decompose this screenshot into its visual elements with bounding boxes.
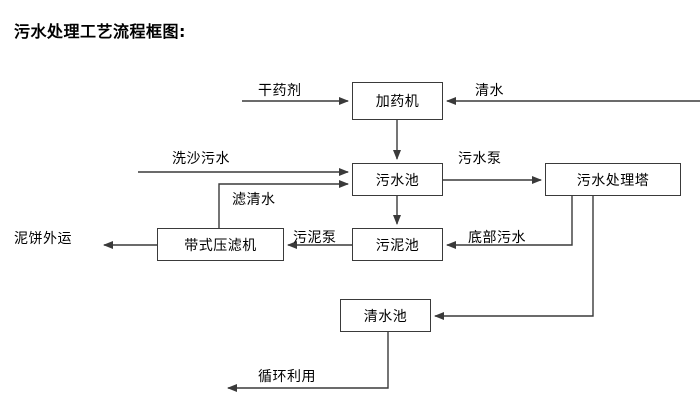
edge-label-sewage-pump: 污水泵 (458, 151, 502, 167)
node-treatment-tower[interactable]: 污水处理塔 (545, 163, 681, 196)
terminal-clean-water: 清水 (475, 83, 504, 99)
node-label: 带式压滤机 (184, 237, 257, 254)
node-belt-filter-press[interactable]: 带式压滤机 (157, 228, 284, 261)
node-label: 清水池 (363, 308, 408, 325)
terminal-dry-reagent: 干药剂 (258, 83, 302, 99)
node-sludge-pool[interactable]: 污泥池 (352, 228, 443, 261)
edge-label-filtrate: 滤清水 (232, 192, 276, 208)
terminal-wash-sand-sewage: 洗沙污水 (172, 151, 230, 167)
node-label: 污水池 (375, 172, 420, 189)
node-label: 污水处理塔 (576, 172, 650, 189)
edge-tower-to-clear-water-pool (434, 196, 594, 320)
node-sewage-pool[interactable]: 污水池 (352, 163, 443, 196)
edge-label-bottom-sewage: 底部污水 (468, 230, 526, 246)
edge-label-recycle-use: 循环利用 (258, 369, 316, 385)
node-label: 污泥池 (375, 237, 420, 254)
page-title: 污水处理工艺流程框图: (14, 22, 186, 41)
node-clear-water-pool[interactable]: 清水池 (340, 299, 431, 332)
node-dosing-machine[interactable]: 加药机 (352, 82, 443, 120)
terminal-mud-cake-transport: 泥饼外运 (14, 231, 72, 247)
node-label: 加药机 (375, 94, 420, 110)
edge-label-sludge-pump: 污泥泵 (293, 230, 337, 246)
